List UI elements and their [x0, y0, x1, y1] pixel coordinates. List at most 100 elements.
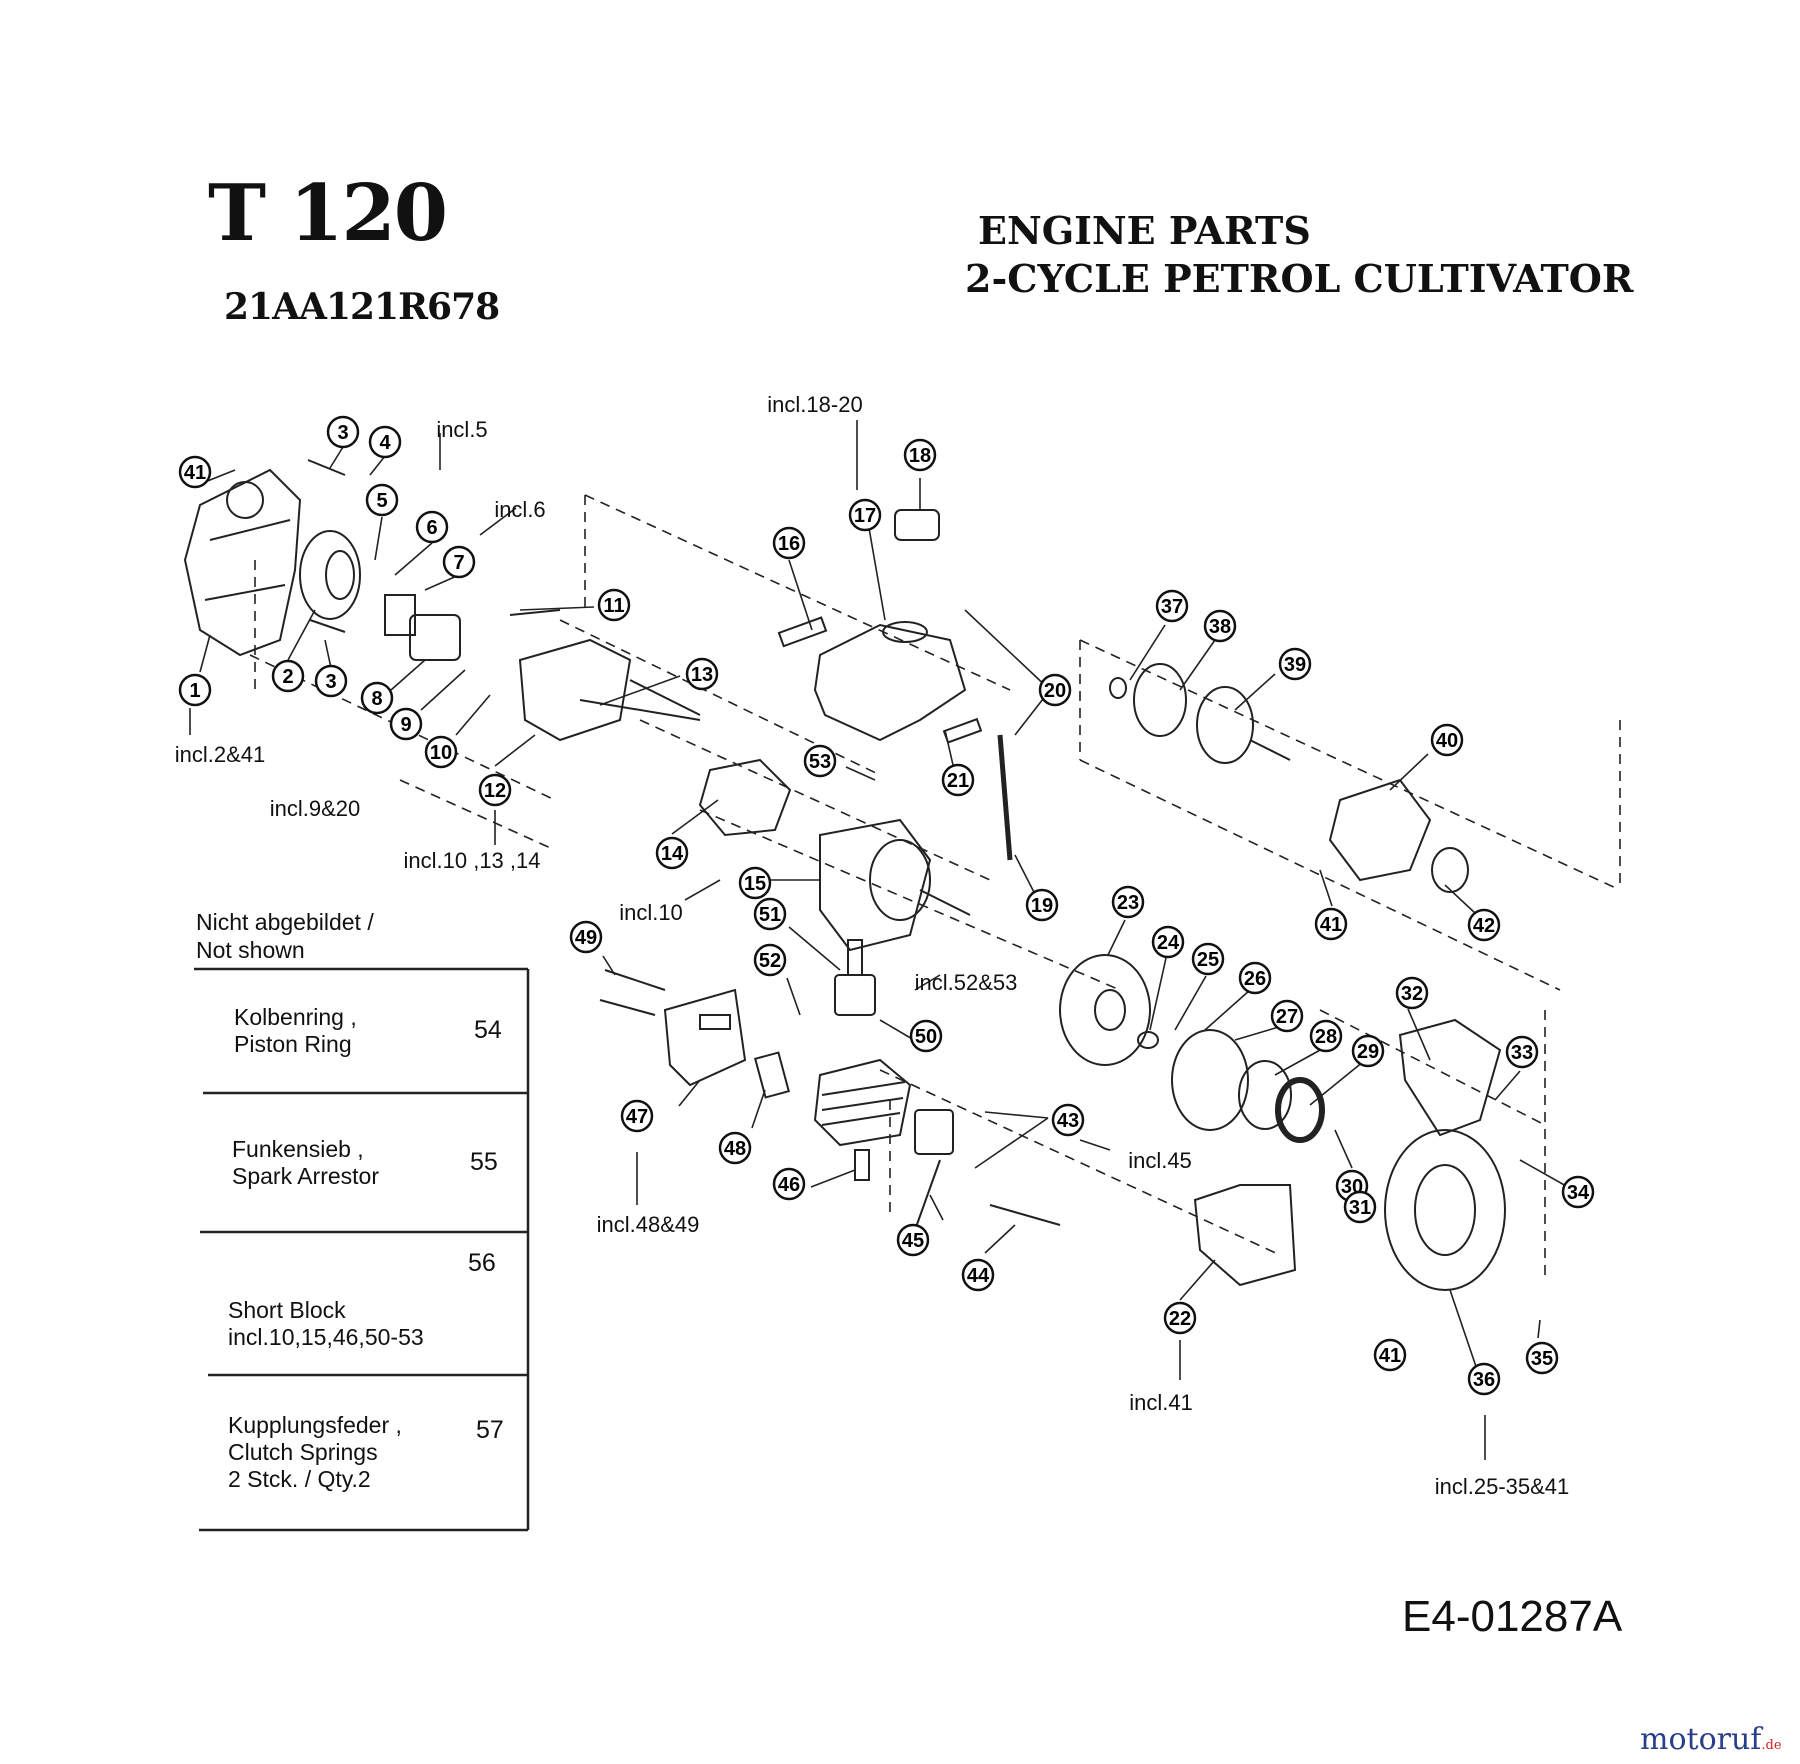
part-intake-housing [518, 638, 701, 742]
svg-text:44: 44 [967, 1265, 990, 1287]
part-clutch-drum [1196, 686, 1291, 764]
callout-51: 51 [753, 897, 787, 931]
note-leader-lines [189, 420, 1486, 1460]
svg-text:26: 26 [1244, 968, 1266, 990]
callout-24: 24 [1151, 925, 1185, 959]
part-muffler-gasket [754, 1051, 790, 1099]
brand-name: motoruf [1640, 1722, 1762, 1757]
part-cover-housing [183, 468, 302, 657]
not-shown-header-de: Nicht abgebildet / [196, 909, 374, 935]
part-cylinder [813, 1058, 912, 1147]
callout-26: 26 [1238, 961, 1272, 995]
svg-text:27: 27 [1276, 1006, 1298, 1028]
callout-48: 48 [718, 1131, 752, 1165]
svg-text:50: 50 [915, 1026, 937, 1048]
svg-text:48: 48 [724, 1138, 746, 1160]
svg-text:9: 9 [400, 714, 411, 736]
include-notes: incl.5 incl.6 incl.18-20 incl.2&41 incl.… [175, 392, 1570, 1499]
callout-36: 36 [1467, 1362, 1501, 1396]
callout-46: 46 [772, 1167, 806, 1201]
part-air-filter [299, 530, 361, 620]
part-screw [309, 619, 346, 633]
callout-19: 19 [1025, 888, 1059, 922]
part-flywheel [1059, 954, 1151, 1066]
callout-2: 2 [271, 659, 305, 693]
row-text: Kolbenring , Piston Ring [234, 1004, 357, 1057]
svg-text:45: 45 [902, 1230, 924, 1252]
note-incl2-41: incl.2&41 [175, 742, 266, 767]
svg-text:33: 33 [1511, 1042, 1533, 1064]
svg-text:1: 1 [189, 680, 200, 702]
note-incl9-20: incl.9&20 [270, 796, 361, 821]
callout-6: 6 [415, 510, 449, 544]
callout-28: 28 [1309, 1019, 1343, 1053]
svg-text:15: 15 [744, 873, 766, 895]
note-incl52-53: incl.52&53 [915, 970, 1018, 995]
svg-text:18: 18 [909, 445, 931, 467]
callout-52: 52 [753, 943, 787, 977]
part-mount-bracket [1431, 847, 1469, 893]
callout-16: 16 [772, 526, 806, 560]
svg-text:25: 25 [1197, 949, 1219, 971]
part-ignition-coil [914, 1109, 954, 1231]
svg-text:4: 4 [379, 432, 391, 454]
svg-text:3: 3 [337, 422, 348, 444]
callout-42: 42 [1467, 908, 1501, 942]
callout-group: 41 3 4 5 6 7 1 2 3 8 9 10 11 12 13 14 15… [178, 415, 1595, 1396]
svg-text:28: 28 [1315, 1026, 1337, 1048]
row-number: 54 [474, 1016, 502, 1044]
row-number: 55 [470, 1148, 498, 1176]
note-incl5: incl.5 [436, 417, 487, 442]
part-bolt [509, 609, 561, 616]
callout-12: 12 [478, 773, 512, 807]
note-incl10-13-14: incl.10 ,13 ,14 [404, 848, 541, 873]
part-clutch [1133, 663, 1187, 737]
svg-text:8: 8 [371, 688, 382, 710]
callout-33: 33 [1505, 1035, 1539, 1069]
svg-text:41: 41 [1379, 1345, 1401, 1367]
callout-50: 50 [909, 1019, 943, 1053]
svg-text:16: 16 [778, 533, 800, 555]
part-clutch-housing [1328, 778, 1432, 882]
svg-text:35: 35 [1531, 1348, 1553, 1370]
svg-text:14: 14 [661, 843, 684, 865]
part-crankcase [819, 818, 971, 952]
not-shown-table: Kolbenring , Piston Ring 54 Funkensieb ,… [194, 964, 526, 1526]
callout-1: 1 [178, 673, 212, 707]
svg-text:31: 31 [1349, 1197, 1371, 1219]
svg-text:5: 5 [376, 490, 387, 512]
callout-3b: 3 [314, 664, 348, 698]
callout-20: 20 [1038, 673, 1072, 707]
svg-text:39: 39 [1284, 654, 1306, 676]
part-washer [1109, 677, 1127, 699]
part-long-bolt [997, 734, 1013, 861]
part-wire [989, 1204, 1061, 1226]
row-text: Kupplungsfeder , Clutch Springs 2 Stck. … [228, 1412, 402, 1492]
callout-14: 14 [655, 836, 689, 870]
part-screw [307, 459, 346, 476]
callout-18: 18 [903, 438, 937, 472]
not-shown-header: Nicht abgebildet / Not shown [196, 908, 374, 964]
note-incl6: incl.6 [494, 497, 545, 522]
callout-4: 4 [368, 425, 402, 459]
svg-text:52: 52 [759, 950, 781, 972]
callout-8: 8 [360, 681, 394, 715]
part-carburettor [384, 594, 461, 661]
svg-text:38: 38 [1209, 616, 1231, 638]
callout-49: 49 [569, 920, 603, 954]
part-spacer [1137, 1031, 1159, 1049]
svg-text:41: 41 [1320, 914, 1342, 936]
callout-32: 32 [1395, 976, 1429, 1010]
part-fuel-tank [813, 621, 967, 742]
note-incl25-35-41: incl.25-35&41 [1435, 1474, 1570, 1499]
svg-text:32: 32 [1401, 983, 1423, 1005]
note-incl45: incl.45 [1128, 1148, 1192, 1173]
callout-34: 34 [1561, 1175, 1595, 1209]
svg-text:7: 7 [453, 552, 464, 574]
callout-37: 37 [1155, 589, 1189, 623]
svg-text:46: 46 [778, 1174, 800, 1196]
callout-11: 11 [597, 588, 631, 622]
svg-text:49: 49 [575, 927, 597, 949]
svg-text:2: 2 [282, 666, 293, 688]
